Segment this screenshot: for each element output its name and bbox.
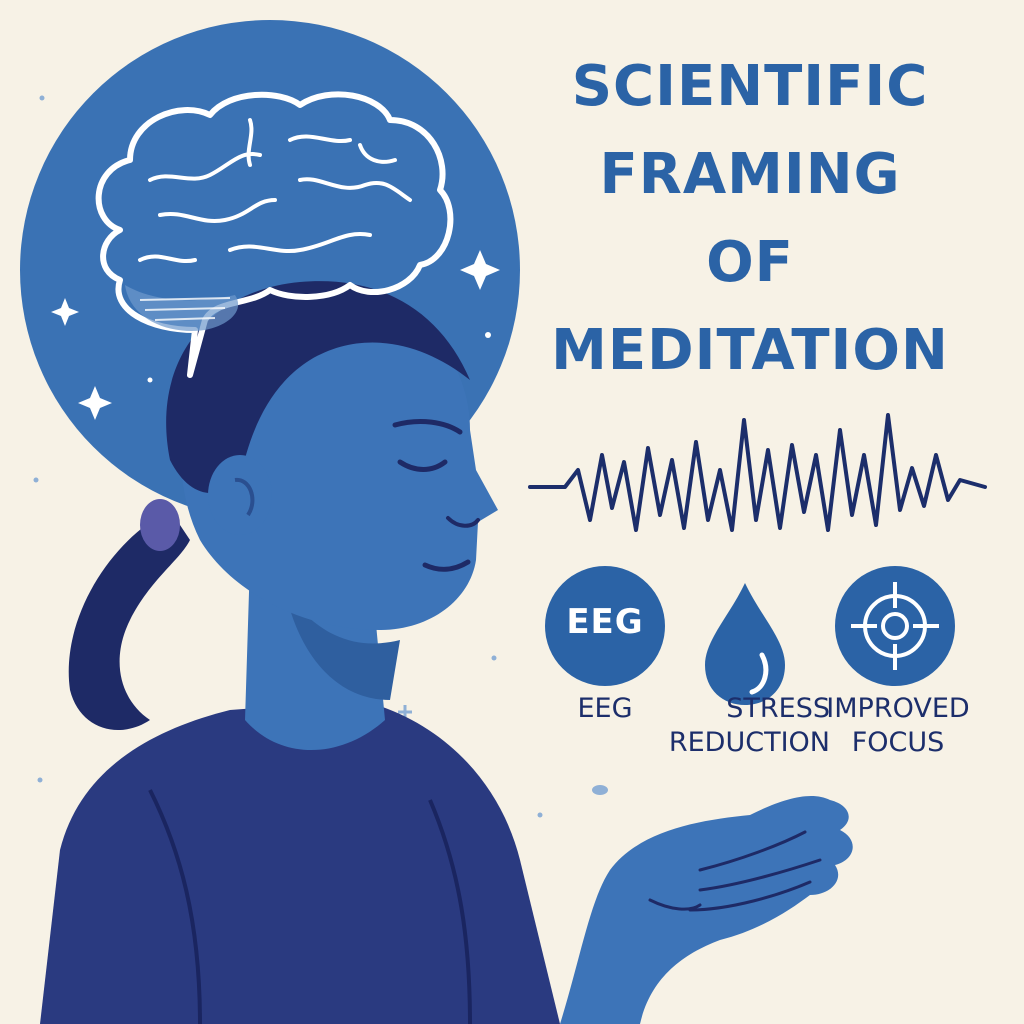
- sparkle-icon: [78, 386, 112, 420]
- focus-caption-line-2: FOCUS: [851, 727, 945, 758]
- eyebrow: [392, 418, 463, 435]
- eeg-caption: EEG: [577, 693, 633, 724]
- sparkle-icon: [460, 250, 500, 290]
- target-badge: [835, 566, 955, 686]
- mouth: [422, 559, 471, 572]
- title-line-1: SCIENTIFIC: [571, 54, 929, 119]
- stress-caption-line-1: STRESS: [726, 693, 830, 724]
- water-drop-icon: [705, 583, 785, 705]
- eeg-badge: [545, 566, 665, 686]
- eeg-badge-label: EEG: [566, 602, 644, 642]
- stress-caption-line-2: REDUCTION: [668, 727, 830, 758]
- ear: [208, 455, 272, 535]
- cerebellum: [125, 285, 239, 331]
- title-line-2: FRAMING: [599, 142, 901, 207]
- target-icon: [851, 582, 939, 670]
- focus-caption-line-1: IMPROVED: [826, 693, 970, 724]
- sparkle-icons: [51, 250, 500, 420]
- title-line-4: MEDITATION: [551, 318, 949, 383]
- closed-eye: [397, 459, 448, 472]
- hair: [166, 281, 471, 494]
- title-line-3: OF: [706, 230, 794, 295]
- ponytail: [68, 510, 190, 730]
- shirt: [40, 700, 560, 1024]
- sparkle-icon: [51, 298, 79, 326]
- hair-tie: [140, 499, 180, 551]
- brainwave-line: [528, 413, 987, 532]
- background-dots: [33, 95, 608, 818]
